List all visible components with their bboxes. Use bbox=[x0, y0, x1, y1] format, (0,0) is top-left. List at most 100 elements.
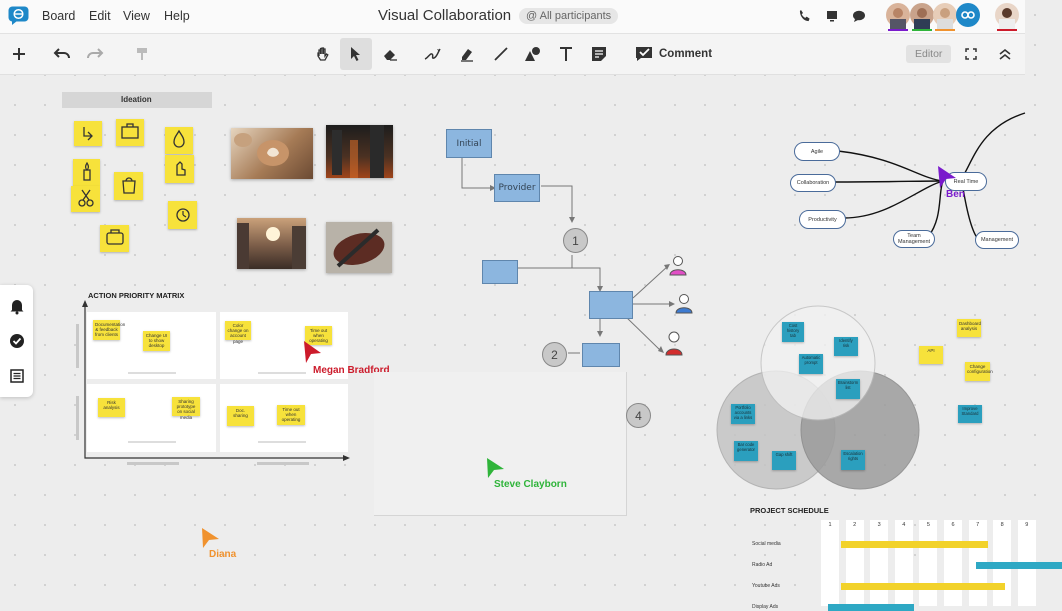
highlighter-icon[interactable] bbox=[452, 39, 482, 69]
sticky-note[interactable] bbox=[100, 225, 129, 252]
step-badge[interactable]: 2 bbox=[542, 342, 567, 367]
sticky-note[interactable]: Time out when operating bbox=[277, 405, 305, 425]
menu-board[interactable]: Board bbox=[42, 9, 76, 23]
person-pink-icon[interactable] bbox=[668, 254, 688, 276]
sticky-note[interactable] bbox=[168, 201, 197, 229]
format-painter-icon[interactable] bbox=[127, 39, 157, 69]
sticky-note[interactable]: Change configuration bbox=[965, 362, 993, 381]
phone-icon[interactable] bbox=[790, 1, 820, 31]
text-icon[interactable] bbox=[551, 39, 581, 69]
sticky-note[interactable]: Color change on account page bbox=[225, 321, 251, 344]
menu-view[interactable]: View bbox=[123, 9, 150, 23]
sticky-note[interactable]: Documentation & feedback from clients bbox=[93, 320, 125, 340]
mindmap-node-productivity[interactable]: Productivity bbox=[799, 210, 846, 229]
mindmap-node-team-management[interactable]: Team Management bbox=[893, 230, 935, 248]
avatar-indicator bbox=[997, 29, 1017, 31]
step-badge[interactable]: 4 bbox=[626, 403, 651, 428]
shapes-icon[interactable] bbox=[518, 39, 548, 69]
flow-node[interactable] bbox=[482, 260, 518, 284]
avatar[interactable] bbox=[910, 3, 934, 29]
collapse-icon[interactable] bbox=[990, 39, 1020, 69]
sticky-note[interactable]: Risk analysis bbox=[98, 398, 125, 417]
sticky-note[interactable] bbox=[73, 159, 100, 186]
sticky-note[interactable]: Sharing prototype on social media bbox=[172, 397, 200, 420]
cursor-label-diana: Diana bbox=[209, 549, 237, 560]
sticky-note[interactable] bbox=[74, 121, 102, 146]
select-pointer-icon[interactable] bbox=[340, 38, 372, 70]
frame-area[interactable] bbox=[374, 372, 627, 516]
board-title[interactable]: Visual Collaboration bbox=[378, 7, 512, 24]
sticky-note[interactable]: Gap shift bbox=[772, 451, 796, 470]
ideation-header[interactable] bbox=[62, 92, 212, 108]
sticky-note[interactable]: Time out when operating bbox=[305, 326, 332, 345]
divider bbox=[128, 372, 176, 374]
sticky-note[interactable] bbox=[71, 186, 100, 212]
bag-photo[interactable] bbox=[326, 222, 392, 273]
schedule-day-label: 6 bbox=[951, 522, 955, 528]
flow-node[interactable] bbox=[582, 343, 620, 367]
city-photo[interactable] bbox=[326, 125, 393, 178]
avatar[interactable] bbox=[933, 3, 957, 29]
fullscreen-icon[interactable] bbox=[956, 39, 986, 69]
schedule-bar[interactable] bbox=[840, 583, 1006, 590]
participants-pill[interactable]: @ All participants bbox=[519, 8, 619, 24]
invite-link-icon[interactable] bbox=[956, 3, 980, 27]
matrix-quadrant[interactable] bbox=[87, 384, 216, 452]
sticky-note[interactable] bbox=[114, 172, 143, 200]
comment-icon[interactable] bbox=[629, 39, 659, 69]
sticky-note[interactable]: Doc. sharing bbox=[227, 406, 254, 426]
sticky-note[interactable]: API bbox=[919, 346, 943, 364]
street-photo[interactable] bbox=[237, 218, 306, 269]
editor-badge[interactable]: Editor bbox=[906, 45, 952, 63]
mindmap-node-collaboration[interactable]: Collaboration bbox=[790, 174, 836, 192]
list-icon[interactable] bbox=[2, 361, 32, 391]
sticky-note[interactable]: Improve Standard bbox=[958, 405, 982, 423]
sticky-note[interactable]: Automatic prompt bbox=[799, 354, 823, 374]
schedule-bar[interactable] bbox=[975, 562, 1062, 569]
sticky-note[interactable]: Dashboard analysis bbox=[957, 319, 981, 337]
sticky-note[interactable]: Bar code generator bbox=[734, 441, 758, 461]
screen-share-icon[interactable] bbox=[817, 1, 847, 31]
coffee-photo[interactable] bbox=[231, 128, 313, 179]
eraser-icon[interactable] bbox=[375, 39, 405, 69]
person-blue-icon[interactable] bbox=[674, 292, 694, 314]
avatar[interactable] bbox=[995, 3, 1019, 29]
sticky-note[interactable]: Portfolio accounts via a links bbox=[731, 404, 755, 424]
top-bar: Board Edit View Help Visual Collaboratio… bbox=[0, 0, 1025, 34]
hand-pan-icon[interactable] bbox=[308, 39, 338, 69]
sticky-note[interactable] bbox=[165, 155, 194, 183]
sticky-note[interactable]: Escalation rights bbox=[841, 450, 865, 470]
line-icon[interactable] bbox=[486, 39, 516, 69]
sticky-note[interactable]: Change UI to show desktop bbox=[143, 331, 170, 351]
step-badge[interactable]: 1 bbox=[563, 228, 588, 253]
mindmap-node-management[interactable]: Management bbox=[975, 231, 1019, 249]
sticky-note-icon[interactable] bbox=[584, 39, 614, 69]
comment-button[interactable]: Comment bbox=[659, 48, 713, 60]
avatar[interactable] bbox=[886, 3, 910, 29]
sticky-note[interactable] bbox=[165, 127, 193, 154]
ben-cursor-icon bbox=[938, 166, 956, 188]
schedule-bar[interactable] bbox=[828, 604, 915, 611]
sticky-note[interactable]: Brainstorm list bbox=[836, 379, 860, 399]
mindmap-node-agile[interactable]: Agile bbox=[794, 142, 840, 161]
sticky-note[interactable]: Identify risk bbox=[834, 337, 858, 356]
flow-node-provider[interactable]: Provider bbox=[494, 174, 540, 202]
flow-node[interactable] bbox=[589, 291, 633, 319]
add-icon[interactable] bbox=[4, 39, 34, 69]
menu-edit[interactable]: Edit bbox=[89, 9, 111, 23]
bell-icon[interactable] bbox=[2, 291, 32, 321]
flow-node-initial[interactable]: Initial bbox=[446, 129, 492, 158]
sticky-note[interactable]: Cost history tab bbox=[782, 322, 804, 342]
schedule-bar[interactable] bbox=[840, 541, 989, 548]
person-red-icon[interactable] bbox=[664, 328, 684, 356]
mindmap-node-real-time[interactable]: Real Time bbox=[945, 172, 987, 191]
pen-icon[interactable] bbox=[418, 39, 448, 69]
menu-help[interactable]: Help bbox=[164, 9, 190, 23]
redo-icon[interactable] bbox=[80, 39, 110, 69]
app-logo-icon[interactable] bbox=[8, 6, 29, 25]
chat-icon[interactable] bbox=[844, 1, 874, 31]
check-circle-icon[interactable] bbox=[2, 326, 32, 356]
undo-icon[interactable] bbox=[47, 39, 77, 69]
sticky-note[interactable] bbox=[116, 119, 144, 146]
